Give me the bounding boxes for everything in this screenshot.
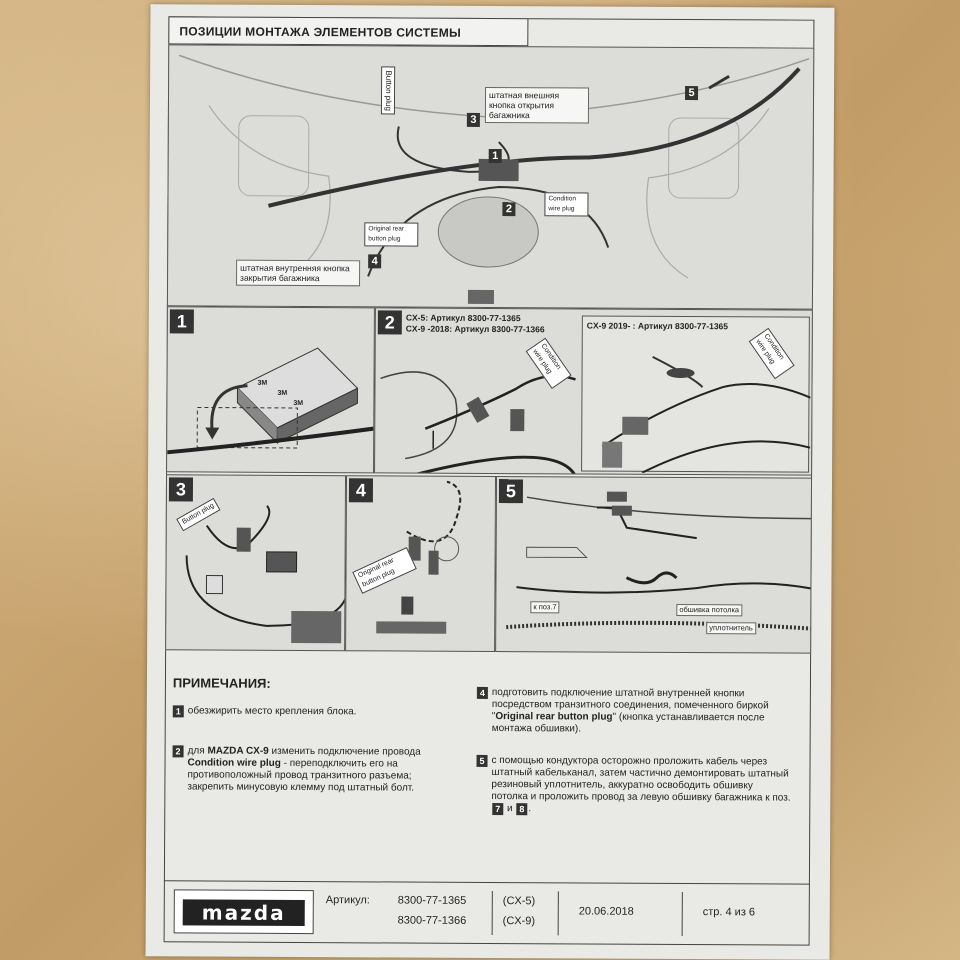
- panel-number-1: 1: [169, 309, 194, 334]
- note-1-text: обезжирить место крепления блока.: [187, 705, 357, 718]
- note-2-number: 2: [172, 745, 184, 758]
- note-5-number: 5: [476, 754, 488, 767]
- callout-2: 2: [502, 202, 516, 217]
- note-4-number: 4: [476, 686, 488, 699]
- panel-2-sub-drawing: [601, 355, 811, 474]
- page-number: стр. 4 из 6: [702, 906, 756, 919]
- detail-panel-5: 5 к поз.7 обшивка потолка уплотнитель: [495, 476, 813, 654]
- detail-panel-2: 2 CX-5: Артикул 8300-77-1365 CX-9 -2018:…: [374, 307, 813, 476]
- callout-3: 3: [466, 112, 480, 127]
- note-5-ref-7: 7: [492, 803, 504, 816]
- detail-panel-1: 1 3M 3M 3M: [166, 306, 375, 474]
- mazda-logo: mazda: [182, 899, 305, 927]
- tape-label-1: 3M: [257, 379, 268, 387]
- instruction-sheet: ПОЗИЦИИ МОНТАЖА ЭЛЕМЕНТОВ СИСТЕМЫ Button…: [145, 4, 835, 960]
- note-4-bold: Original rear button plug: [495, 711, 613, 723]
- note-5-mid: и: [504, 803, 516, 815]
- button-plug-tag: Button plug: [380, 66, 396, 115]
- note-5-end: .: [528, 803, 532, 815]
- overview-diagram: Button plug 3 штатная внешняя кнопка отк…: [166, 44, 815, 310]
- page-cell: стр. 4 из 6: [681, 892, 802, 937]
- document-footer: mazda Артикул: 8300-77-1365 8300-77-1366…: [163, 880, 810, 944]
- artikul-number-2: 8300-77-1366: [397, 914, 467, 927]
- panel-2-sub-caption: CX-9 2019- : Артикул 8300-77-1365: [586, 320, 729, 332]
- panel-5-headliner-label: обшивка потолка: [676, 603, 743, 617]
- panel-4-drawing: [376, 480, 462, 634]
- note-2-bold-plug: Condition wire plug: [187, 757, 281, 769]
- tape-label-2: 3M: [277, 389, 288, 397]
- panel-3-drawing: [185, 505, 347, 644]
- note-2-text-d: закрепить минусовую клемму под штатный б…: [187, 781, 415, 794]
- logo-box: mazda: [173, 889, 314, 935]
- panel-5-seal-label: уплотнитель: [706, 622, 756, 635]
- page-title: ПОЗИЦИИ МОНТАЖА ЭЛЕМЕНТОВ СИСТЕМЫ: [168, 16, 529, 47]
- callout-5: 5: [685, 86, 699, 101]
- panel-number-2: 2: [377, 310, 402, 335]
- artikul-number-1: 8300-77-1365: [397, 894, 467, 907]
- panel-2-drawing: [380, 371, 577, 476]
- panel-number-5: 5: [498, 479, 524, 504]
- artikul-label: Артикул:: [325, 894, 370, 907]
- document-date: 20.06.2018: [578, 905, 634, 918]
- internal-button-label: штатная внутренняя кнопка закрытия багаж…: [236, 259, 361, 287]
- note-1-number: 1: [172, 705, 184, 718]
- note-5-ref-8: 8: [516, 803, 528, 816]
- callout-4: 4: [368, 254, 382, 269]
- tape-label-3: 3M: [293, 399, 304, 408]
- panel-number-4: 4: [348, 478, 374, 503]
- panel-number-3: 3: [168, 477, 194, 502]
- model-cx5: (CX-5): [502, 895, 536, 908]
- panel-2-sub-box: CX-9 2019- : Артикул 8300-77-1365 Condit…: [581, 315, 811, 474]
- callout-1: 1: [488, 148, 502, 164]
- note-2-bold-model: MAZDA CX-9: [207, 745, 269, 757]
- panel-5-k-poz-label: к поз.7: [530, 601, 560, 614]
- notes-title: ПРИМЕЧАНИЯ:: [172, 675, 271, 691]
- model-cell: (CX-5) (CX-9): [491, 891, 558, 936]
- note-5-text: с помощью кондуктора осторожно проложить…: [491, 755, 791, 804]
- panel-1-drawing: [166, 347, 375, 455]
- artikul-cell: Артикул: 8300-77-1365 8300-77-1366: [322, 890, 492, 935]
- panel-2-caption-cx9: CX-9 -2018: Артикул 8300-77-1366: [405, 323, 545, 335]
- detail-panel-3: 3 Button plug: [165, 474, 347, 652]
- date-cell: 20.06.2018: [557, 891, 682, 937]
- note-2-text-b: изменить подключение провода: [268, 745, 421, 758]
- model-cx9: (CX-9): [502, 915, 536, 928]
- note-2-text-a: для: [187, 745, 208, 757]
- panel-5-drawing: [506, 491, 813, 631]
- detail-panel-4: 4 Original rear button plug: [345, 475, 497, 653]
- condition-wire-tag: Condition wire plug: [544, 192, 589, 217]
- external-button-label: штатная внешняя кнопка открытия багажник…: [484, 86, 590, 124]
- panel-2-caption-cx5: CX-5: Артикул 8300-77-1365: [405, 312, 521, 324]
- original-rear-button-tag: Original rear button plug: [364, 222, 419, 247]
